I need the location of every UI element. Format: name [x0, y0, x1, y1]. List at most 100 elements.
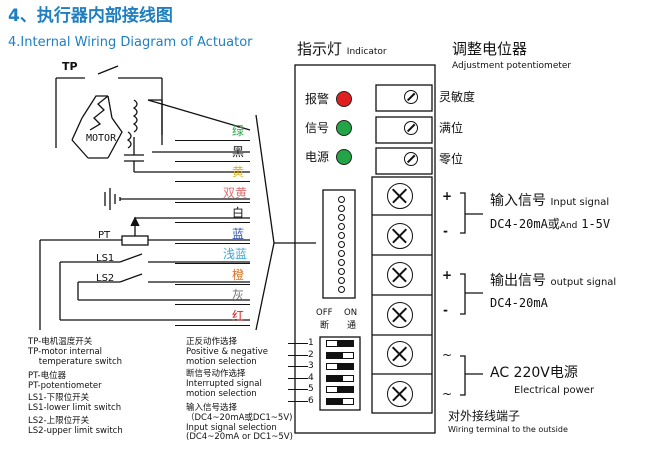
connector-pin: [338, 277, 345, 284]
dip-note-3: 输入信号选择 （DC4~20mA或DC1~5V) Input signal se…: [186, 403, 293, 443]
adjust-pot-en: Adjustment potentiometer: [452, 61, 572, 71]
dip-number: 5: [308, 384, 314, 394]
lamp-dot: [336, 120, 352, 136]
terminal-screw: [387, 380, 413, 407]
output-minus: -: [443, 303, 448, 317]
dip-number: 2: [308, 349, 314, 360]
wire-underline: [175, 324, 250, 326]
connector-pin: [338, 241, 345, 248]
wire-underline: [175, 283, 250, 285]
indicator-cn: 指示灯: [297, 40, 343, 58]
dip-note-1: 正反动作选择 Positive & negative motion select…: [186, 337, 268, 367]
connector-pin: [338, 250, 345, 257]
terminal-screw: [387, 183, 413, 209]
input-signal-cn-text: 输入信号: [490, 193, 546, 209]
lamp-label: 信号: [305, 121, 330, 135]
wire-label: 蓝: [232, 226, 245, 241]
pot-slot: [406, 92, 416, 101]
dip-knob: [337, 364, 353, 369]
pt-label: PT: [98, 230, 111, 241]
output-signal-cn-text: 输出信号: [490, 273, 546, 289]
input-plus: +: [442, 189, 453, 203]
terminal-cn: 对外接线端子: [448, 409, 521, 423]
wire-underline: [175, 140, 250, 142]
dip-switch: [326, 363, 354, 370]
wire-label: 橙: [232, 267, 245, 282]
dip-number: 1: [308, 338, 314, 348]
wire-label: 红: [232, 308, 245, 323]
wire-underline: [175, 160, 250, 162]
input-range-a: DC4-20mA或: [490, 217, 560, 231]
connector-pin: [338, 268, 345, 275]
dip-switch: [326, 397, 354, 405]
dip-switch: [326, 386, 354, 393]
terminal-screw: [387, 301, 413, 328]
dip-leader: [288, 366, 308, 367]
legend-ls2: LS2-上限位开关 LS2-upper limit switch: [28, 416, 123, 436]
legend-pt: PT-电位器 PT-potentiometer: [28, 371, 102, 391]
dip-leader: [288, 343, 308, 344]
dip-knob: [327, 352, 343, 358]
connector-pin: [338, 205, 345, 212]
power-en: Electrical power: [514, 385, 595, 396]
dip-leader: [288, 354, 308, 356]
motor-label: MOTOR: [86, 133, 117, 144]
dip-number: 6: [308, 395, 314, 406]
dip-number: 3: [308, 361, 314, 371]
ls2-label: LS2: [96, 273, 115, 284]
tp-label: TP: [62, 60, 78, 73]
output-range: DC4-20mA: [490, 296, 548, 310]
lamp-label: 报警: [305, 92, 330, 106]
terminal-screw: [387, 222, 413, 249]
wire-label: 灰: [232, 288, 245, 302]
power-cn: AC 220V电源: [490, 365, 578, 381]
pot-screw: [404, 121, 418, 135]
dip-switch-block: [319, 336, 361, 411]
dip-switch: [326, 374, 354, 382]
pot-slot: [406, 154, 416, 163]
input-range-b: 1-5V: [581, 217, 611, 231]
dip-knob: [337, 341, 353, 346]
ls1-label: LS1: [96, 253, 115, 264]
indicator-en: Indicator: [346, 47, 387, 57]
input-minus: -: [443, 224, 448, 238]
legend-ls1: LS1-下限位开关 LS1-lower limit switch: [28, 393, 122, 413]
wire-underline: [175, 263, 250, 265]
connector-pin: [338, 286, 345, 293]
wire-label: 绿: [232, 124, 245, 138]
terminal-screw: [387, 341, 413, 367]
input-signal-en: Input signal: [550, 197, 610, 208]
dip-on-cn: 通: [347, 321, 357, 331]
wire-underline: [175, 242, 250, 244]
wire-label: 黑: [232, 144, 245, 159]
diagram-title-cn: 4、执行器内部接线图: [8, 6, 173, 26]
adjust-pot-cn: 调整电位器: [452, 40, 528, 58]
dip-leader: [288, 377, 308, 379]
input-range-and: And: [559, 221, 578, 231]
pin-connector: [322, 189, 356, 299]
legend-tp: TP-电机温度开关 TP-motor internal temperature …: [28, 337, 123, 367]
pot-screw: [404, 90, 418, 104]
wire-underline: [175, 304, 250, 306]
output-signal-en: output signal: [550, 277, 617, 288]
output-signal-cn: 输出信号 output signal: [490, 274, 616, 288]
connector-pin: [338, 223, 345, 230]
pot-label: 灵敏度: [439, 90, 476, 104]
dip-leader: [288, 389, 308, 390]
power-ac-2: ~: [442, 387, 453, 401]
dip-number: 4: [308, 372, 314, 383]
dip-knob: [337, 387, 353, 392]
wire-label: 黄: [232, 165, 245, 179]
wire-underline: [175, 201, 250, 203]
connector-pin: [338, 214, 345, 221]
wire-underline: [175, 222, 250, 224]
connector-pin: [338, 232, 345, 239]
connector-pin: [338, 196, 345, 203]
dip-switch: [326, 340, 354, 347]
wire-underline: [175, 181, 250, 183]
input-range: DC4-20mA或And 1-5V: [490, 218, 610, 231]
dip-leader: [288, 400, 308, 402]
lamp-dot: [336, 149, 352, 165]
